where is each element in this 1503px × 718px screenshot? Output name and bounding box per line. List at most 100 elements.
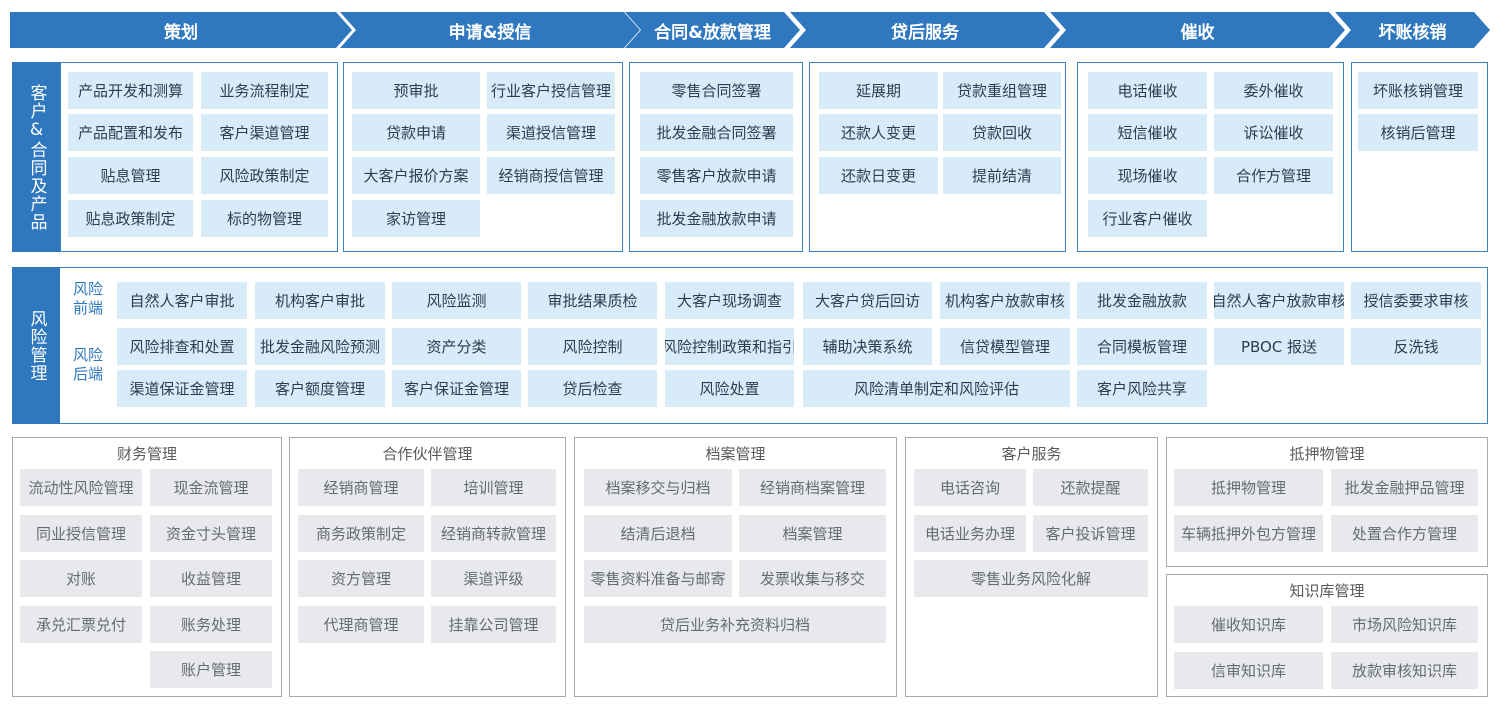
customer-section-label-text: 客户&合同及产品 (26, 83, 47, 231)
panel-cell: 零售资料准备与邮寄 (584, 560, 732, 597)
risk-cell: 大客户现场调查 (665, 282, 794, 319)
risk-cell: 合同模板管理 (1077, 328, 1207, 365)
customer-cell: 产品配置和发布 (68, 114, 193, 151)
risk-cell: 授信委要求审核 (1351, 282, 1481, 319)
risk-back-label: 风险后端 (72, 346, 103, 383)
customer-cell: 贷款重组管理 (943, 72, 1061, 109)
panel-title: 档案管理 (705, 445, 766, 463)
risk-cell: 渠道保证金管理 (117, 370, 247, 407)
panel-cell: 发票收集与移交 (739, 560, 886, 597)
panel-cell: 放款审核知识库 (1331, 652, 1478, 689)
panel-cell: 档案管理 (739, 514, 886, 552)
customer-cell: 批发金融合同签署 (640, 114, 793, 151)
risk-cell: 资产分类 (392, 328, 521, 365)
panel-cell: 培训管理 (431, 469, 556, 506)
panel-cell: 现金流管理 (150, 469, 272, 506)
customer-cell: 标的物管理 (201, 200, 328, 237)
customer-cell: 合作方管理 (1214, 157, 1333, 194)
customer-cell: 零售客户放款申请 (640, 157, 793, 194)
panel-cell: 贷后业务补充资料归档 (584, 605, 886, 643)
panel-title: 抵押物管理 (1289, 445, 1365, 463)
risk-cell: 辅助决策系统 (803, 328, 932, 365)
panel-cell: 处置合作方管理 (1331, 515, 1478, 552)
customer-cell: 委外催收 (1214, 72, 1333, 109)
customer-cell: 经销商授信管理 (487, 157, 615, 194)
panel-cell: 电话咨询 (914, 469, 1026, 506)
customer-cell: 贷款申请 (352, 114, 480, 151)
panel-cell: 客户投诉管理 (1033, 514, 1148, 552)
risk-cell: PBOC 报送 (1214, 328, 1344, 365)
customer-cell: 零售合同签署 (640, 72, 793, 109)
risk-cell: 大客户贷后回访 (803, 282, 932, 319)
stage-arrow: 申请&授信 (340, 12, 640, 48)
panel-cell: 同业授信管理 (20, 514, 142, 552)
panel-cell: 档案移交与归档 (584, 469, 732, 506)
customer-cell: 贷款回收 (943, 114, 1061, 151)
customer-cell: 诉讼催收 (1214, 114, 1333, 151)
stage-arrow: 催收 (1050, 12, 1345, 48)
customer-cell: 现场催收 (1088, 157, 1207, 194)
panel-cell: 收益管理 (150, 560, 272, 597)
stage-arrow: 坏账核销 (1335, 12, 1490, 48)
panel-title: 合作伙伴管理 (382, 445, 473, 463)
panel-cell: 批发金融押品管理 (1331, 469, 1478, 506)
customer-cell: 提前结清 (943, 157, 1061, 194)
panel-cell: 零售业务风险化解 (914, 560, 1148, 597)
risk-cell: 自然人客户放款审核 (1214, 282, 1344, 319)
panel-cell: 市场风险知识库 (1331, 606, 1478, 643)
customer-cell: 电话催收 (1088, 72, 1207, 109)
customer-cell: 还款人变更 (819, 114, 938, 151)
customer-cell: 业务流程制定 (201, 72, 328, 109)
panel-title: 知识库管理 (1289, 582, 1365, 600)
risk-cell: 客户保证金管理 (392, 370, 521, 407)
customer-cell: 批发金融放款申请 (640, 200, 793, 237)
customer-cell: 大客户报价方案 (352, 157, 480, 194)
customer-cell: 短信催收 (1088, 114, 1207, 151)
panel-cell: 渠道评级 (431, 560, 556, 597)
risk-cell: 贷后检查 (528, 370, 657, 407)
panel-cell: 账户管理 (150, 651, 272, 688)
stage-arrow: 合同&放款管理 (625, 12, 800, 48)
risk-cell: 审批结果质检 (528, 282, 657, 319)
risk-cell: 反洗钱 (1351, 328, 1481, 365)
panel-cell: 经销商转款管理 (431, 514, 556, 552)
risk-cell: 风险清单制定和风险评估 (803, 370, 1070, 407)
customer-cell: 贴息政策制定 (68, 200, 193, 237)
risk-cell: 风险排查和处置 (117, 328, 247, 365)
risk-cell: 机构客户审批 (255, 282, 385, 319)
risk-cell: 机构客户放款审核 (940, 282, 1070, 319)
customer-cell: 核销后管理 (1358, 114, 1478, 151)
customer-cell: 贴息管理 (68, 157, 193, 194)
risk-cell: 自然人客户审批 (117, 282, 247, 319)
risk-cell: 客户风险共享 (1077, 370, 1207, 407)
panel-cell: 资方管理 (298, 560, 424, 597)
risk-cell: 风险控制政策和指引 (665, 328, 794, 365)
panel-cell: 经销商管理 (298, 469, 424, 506)
stage-arrow: 贷后服务 (790, 12, 1060, 48)
panel-cell: 催收知识库 (1174, 606, 1323, 643)
customer-cell: 还款日变更 (819, 157, 938, 194)
panel-cell: 电话业务办理 (914, 514, 1026, 552)
panel-title: 客户服务 (1001, 445, 1062, 463)
customer-cell: 预审批 (352, 72, 480, 109)
panel-cell: 还款提醒 (1033, 469, 1148, 506)
customer-section-label: 客户&合同及产品 (12, 62, 60, 252)
risk-cell: 批发金融风险预测 (255, 328, 385, 365)
customer-cell: 延展期 (819, 72, 938, 109)
panel-title: 财务管理 (116, 445, 177, 463)
panel-cell: 代理商管理 (298, 605, 424, 643)
panel-cell: 商务政策制定 (298, 514, 424, 552)
customer-cell: 渠道授信管理 (487, 114, 615, 151)
risk-cell: 风险控制 (528, 328, 657, 365)
risk-front-label: 风险前端 (72, 280, 103, 317)
risk-cell: 批发金融放款 (1077, 282, 1207, 319)
panel-cell: 信审知识库 (1174, 652, 1323, 689)
panel-cell: 结清后退档 (584, 514, 732, 552)
risk-cell: 风险监测 (392, 282, 521, 319)
stage-arrow: 策划 (10, 12, 352, 48)
risk-section-label: 风险管理 (12, 267, 60, 424)
panel-cell: 挂靠公司管理 (431, 605, 556, 643)
panel-cell: 流动性风险管理 (20, 469, 142, 506)
panel-cell: 账务处理 (150, 605, 272, 643)
panel-cell: 抵押物管理 (1174, 469, 1323, 506)
